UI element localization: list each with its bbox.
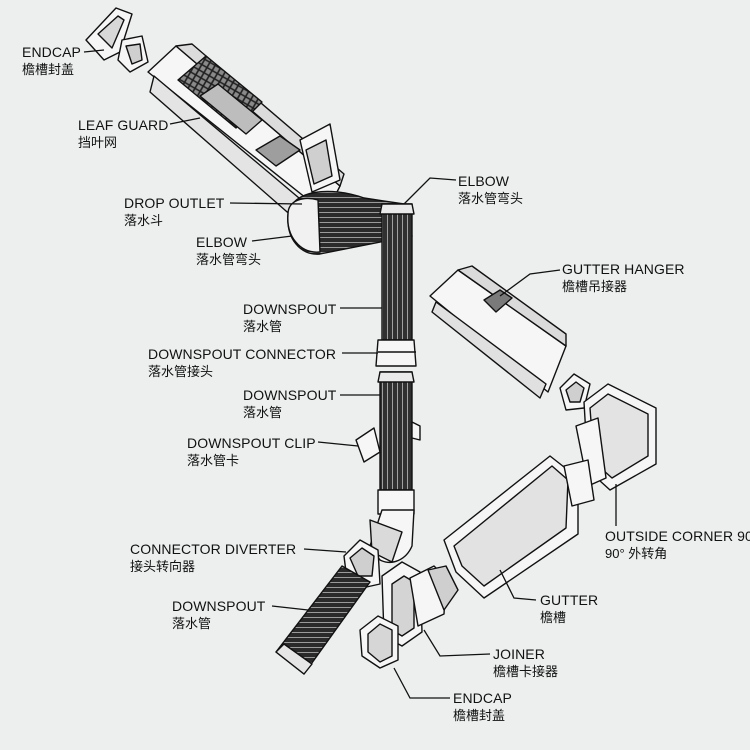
label-en: DOWNSPOUT CONNECTOR [148,346,337,362]
leader-drop-outlet [229,202,303,205]
label-zh: 檐槽卡接器 [493,664,559,679]
label-zh: 落水管弯头 [458,191,524,206]
label-zh: 接头转向器 [130,559,196,574]
label-elbow-upper-right: ELBOW 落水管弯头 [458,174,523,205]
right-joiner-part [559,373,591,411]
vertical-downspout-parts [355,203,421,515]
label-elbow-left: ELBOW 落水管弯头 [196,235,261,266]
leader-elbow-left [251,235,293,242]
straight-gutter-part [443,455,595,599]
leader-gutter-hanger [499,269,561,297]
drop-outlet-part [299,123,341,193]
label-zh: 檐槽封盖 [453,708,506,723]
leader-elbow-upper [403,177,457,205]
label-connector-diverter: CONNECTOR DIVERTER 接头转向器 [130,542,296,573]
leader-connector-diverter [303,548,347,553]
label-en: JOINER [493,646,545,662]
top-endcap-part [85,7,149,73]
label-downspout-3: DOWNSPOUT 落水管 [172,599,265,630]
label-en: DROP OUTLET [124,195,225,211]
label-zh: 落水管卡 [187,453,240,468]
bottom-endcap-part [359,615,399,669]
label-zh: 檐槽 [540,610,567,625]
label-zh: 落水管 [172,616,212,631]
label-gutter-hanger: GUTTER HANGER 檐槽吊接器 [562,262,685,293]
label-zh: 檐槽吊接器 [562,279,628,294]
label-zh: 落水管接头 [148,364,214,379]
label-en: DOWNSPOUT CLIP [187,435,316,451]
diagonal-downspout-part [275,565,371,675]
label-downspout-clip: DOWNSPOUT CLIP 落水管卡 [187,436,316,467]
label-joiner: JOINER 檐槽卡接器 [493,647,558,678]
label-leaf-guard: LEAF GUARD 挡叶网 [78,118,168,149]
label-en: CONNECTOR DIVERTER [130,541,297,557]
leader-downspout-clip [317,441,359,447]
label-zh: 落水管 [243,405,283,420]
leader-leaf-guard [169,117,201,125]
label-downspout-connector: DOWNSPOUT CONNECTOR 落水管接头 [148,347,336,378]
label-endcap-bottom: ENDCAP 檐槽封盖 [453,691,512,722]
lower-elbow-part [369,509,415,564]
label-outside-corner: OUTSIDE CORNER 90 90° 外转角 [605,529,750,560]
label-en: ENDCAP [22,44,81,60]
label-en: GUTTER [540,592,599,608]
label-en: OUTSIDE CORNER 90 [605,528,750,544]
label-gutter: GUTTER 檐槽 [540,593,598,624]
label-en: LEAF GUARD [78,117,169,133]
leader-endcap-top [83,49,105,53]
leader-downspout-3 [271,605,309,611]
outside-corner-part [575,383,657,491]
label-downspout-2: DOWNSPOUT 落水管 [243,388,336,419]
label-zh: 落水管弯头 [196,252,262,267]
label-en: GUTTER HANGER [562,261,685,277]
label-zh: 落水管 [243,319,283,334]
label-en: DOWNSPOUT [243,387,337,403]
label-drop-outlet: DROP OUTLET 落水斗 [124,196,224,227]
bottom-joiner-part [381,561,459,647]
label-zh: 挡叶网 [78,135,118,150]
label-en: ELBOW [458,173,510,189]
leader-endcap-bottom [393,667,450,699]
right-gutter-part [429,265,567,399]
label-zh: 落水斗 [124,213,164,228]
label-zh: 90° 外转角 [605,546,668,561]
label-en: ELBOW [196,234,248,250]
top-gutter-part [147,43,345,233]
label-endcap-top: ENDCAP 檐槽封盖 [22,45,81,76]
label-en: ENDCAP [453,690,512,706]
leader-joiner [423,629,491,657]
label-en: DOWNSPOUT [172,598,266,614]
label-downspout-1: DOWNSPOUT 落水管 [243,302,336,333]
label-en: DOWNSPOUT [243,301,337,317]
leader-gutter [499,569,537,601]
label-zh: 檐槽封盖 [22,62,75,77]
